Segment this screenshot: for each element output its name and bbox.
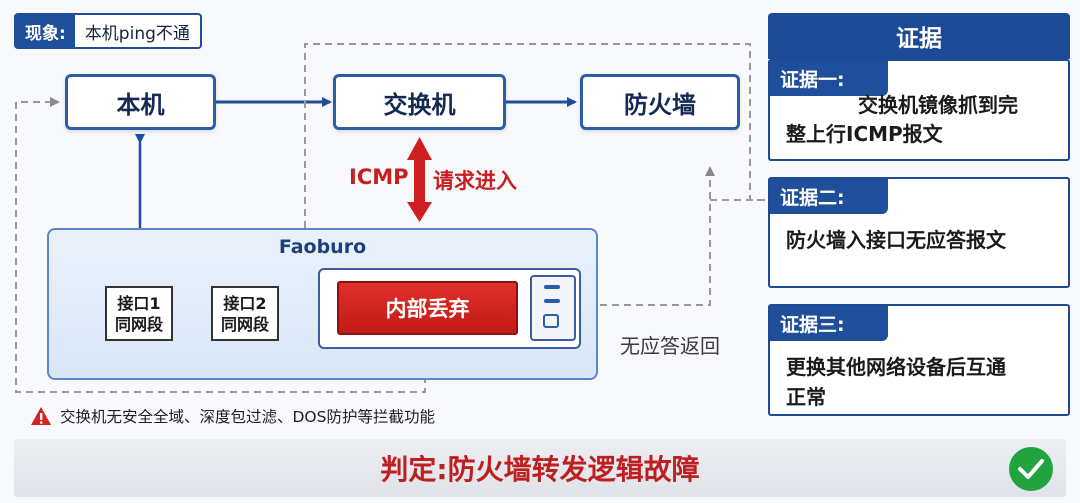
- port-1-subnet: 同网段: [114, 314, 163, 334]
- evidence-card-2: 证据二: 防火墙入接口无应答报文: [768, 177, 1070, 288]
- warning-text: 交换机无安全全域、深度包过滤、DOS防护等拦截功能: [60, 408, 435, 426]
- internal-discard-box: 内部丢弃: [337, 281, 518, 335]
- check-icon: [1009, 447, 1053, 491]
- port-2[interactable]: 接口2 同网段: [211, 286, 279, 341]
- evidence-2-line1: 防火墙入接口无应答报文: [786, 228, 1006, 252]
- evidence-card-3: 证据三: 更换其他网络设备后互通 正常: [768, 304, 1070, 416]
- evidence-header: 证据: [768, 13, 1070, 59]
- port-2-subnet: 同网段: [220, 314, 269, 334]
- symptom-label: 现象:: [16, 15, 75, 47]
- icmp-double-arrow: [407, 137, 432, 222]
- evidence-1-line1: 交换机镜像抓到完: [858, 93, 1018, 117]
- evidence-2-tag: 证据二:: [770, 179, 888, 214]
- port-2-name: 接口2: [223, 293, 267, 313]
- symptom-tag: 现象: 本机ping不通: [14, 13, 202, 49]
- dashed-no-reply: [600, 166, 715, 306]
- evidence-1-tag: 证据一:: [770, 61, 888, 96]
- evidence-3-line1: 更换其他网络设备后互通: [786, 355, 1006, 379]
- symptom-value: 本机ping不通: [84, 23, 190, 44]
- dashed-top-loop: [304, 43, 768, 228]
- port-1[interactable]: 接口1 同网段: [105, 286, 173, 341]
- verdict-text: 判定:防火墙转发逻辑故障: [380, 453, 700, 486]
- node-host[interactable]: 本机: [65, 74, 216, 130]
- evidence-3-line2: 正常: [786, 385, 826, 409]
- node-firewall[interactable]: 防火墙: [580, 74, 740, 130]
- warning-icon: [31, 407, 51, 425]
- evidence-3-tag: 证据三:: [770, 306, 888, 341]
- evidence-1-line2: 整上行ICMP报文: [786, 122, 943, 146]
- icmp-request-label: 请求进入: [433, 169, 517, 193]
- node-switch[interactable]: 交换机: [333, 74, 506, 130]
- status-led-icon: [543, 285, 560, 328]
- no-reply-label: 无应答返回: [620, 334, 720, 358]
- evidence-card-1: 证据一: 交换机镜像抓到完 整上行ICMP报文: [768, 59, 1070, 161]
- faoburo-title: Faoburo: [278, 236, 367, 258]
- verdict-banner: [14, 439, 1066, 497]
- warning-note: 交换机无安全全域、深度包过滤、DOS防护等拦截功能: [30, 405, 435, 427]
- port-1-name: 接口1: [117, 293, 161, 313]
- device-status-panel: [530, 275, 576, 341]
- icmp-label: ICMP: [349, 165, 409, 189]
